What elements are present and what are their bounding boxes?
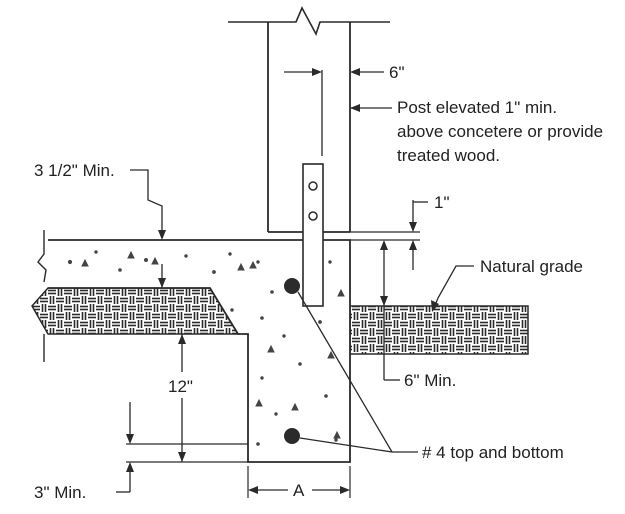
rebar-leader [297, 291, 418, 453]
cover-dimension [116, 402, 248, 493]
soil-right [349, 305, 529, 355]
post-note-line-2: above concetere or provide [397, 122, 603, 141]
concrete-aggregate [67, 250, 345, 446]
post-note-leader [350, 104, 392, 112]
slab-thickness-leader [130, 169, 166, 288]
post-note-line-3: treated wood. [397, 146, 500, 165]
post-break-line [228, 6, 390, 37]
natural-grade-label: Natural grade [480, 257, 583, 276]
concrete-slab [48, 239, 351, 463]
post-width-dimension [284, 68, 384, 156]
post-width-label: 6" [389, 63, 405, 82]
footing-min-label: 6" Min. [404, 371, 456, 390]
post-base-connector [302, 163, 324, 307]
soil-left [31, 287, 240, 335]
footing-min-dimension [380, 240, 400, 381]
cover-min-label: 3" Min. [34, 483, 86, 502]
rebar-bottom [284, 428, 300, 444]
footing-width-dimension [247, 466, 351, 498]
slab-min-label: 3 1/2" Min. [34, 161, 115, 180]
elevation-dimension [350, 200, 428, 270]
slab-break-line [37, 230, 47, 362]
rebar-label: # 4 top and bottom [422, 443, 564, 462]
depth-label: 12" [168, 377, 193, 396]
rebar-top [284, 278, 300, 294]
post-note-line-1: Post elevated 1" min. [397, 98, 557, 117]
footing-width-label: A [293, 481, 305, 500]
depth-dimension [178, 334, 186, 462]
natural-grade-leader [431, 265, 474, 312]
elevation-label: 1" [434, 193, 450, 212]
